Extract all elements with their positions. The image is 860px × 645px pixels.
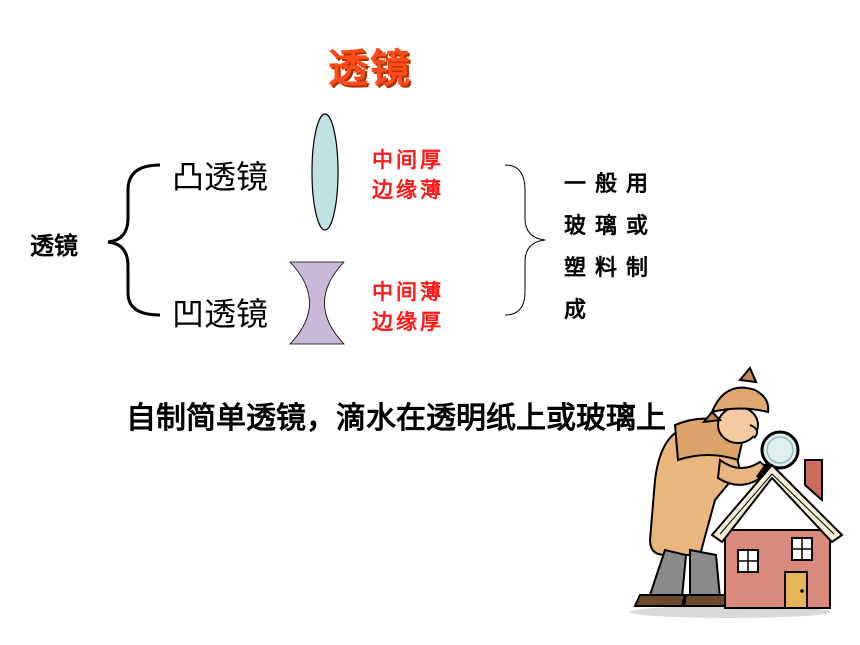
material-note: 一般用玻璃或塑料制成 xyxy=(564,171,658,323)
concave-lens-feature: 中间薄 边缘厚 xyxy=(372,277,444,337)
convex-lens-feature: 中间厚 边缘薄 xyxy=(372,145,444,205)
convex-lens-shape xyxy=(311,113,339,231)
detective-house-illustration xyxy=(630,366,844,618)
convex-feature-line-2: 边缘薄 xyxy=(372,177,444,202)
concave-feature-line-1: 中间薄 xyxy=(372,279,444,304)
right-brace xyxy=(504,164,546,316)
root-label: 透镜 xyxy=(30,231,78,260)
experiment-instruction: 自制简单透镜，滴水在透明纸上或玻璃上 xyxy=(126,401,666,436)
concave-lens-label: 凹透镜 xyxy=(172,295,269,333)
convex-feature-line-1: 中间厚 xyxy=(372,147,444,172)
left-brace xyxy=(107,163,161,317)
convex-lens-label: 凸透镜 xyxy=(172,158,269,196)
concave-feature-line-2: 边缘厚 xyxy=(372,309,444,334)
page-title: 透镜 xyxy=(328,45,412,92)
concave-lens-shape xyxy=(289,261,345,345)
